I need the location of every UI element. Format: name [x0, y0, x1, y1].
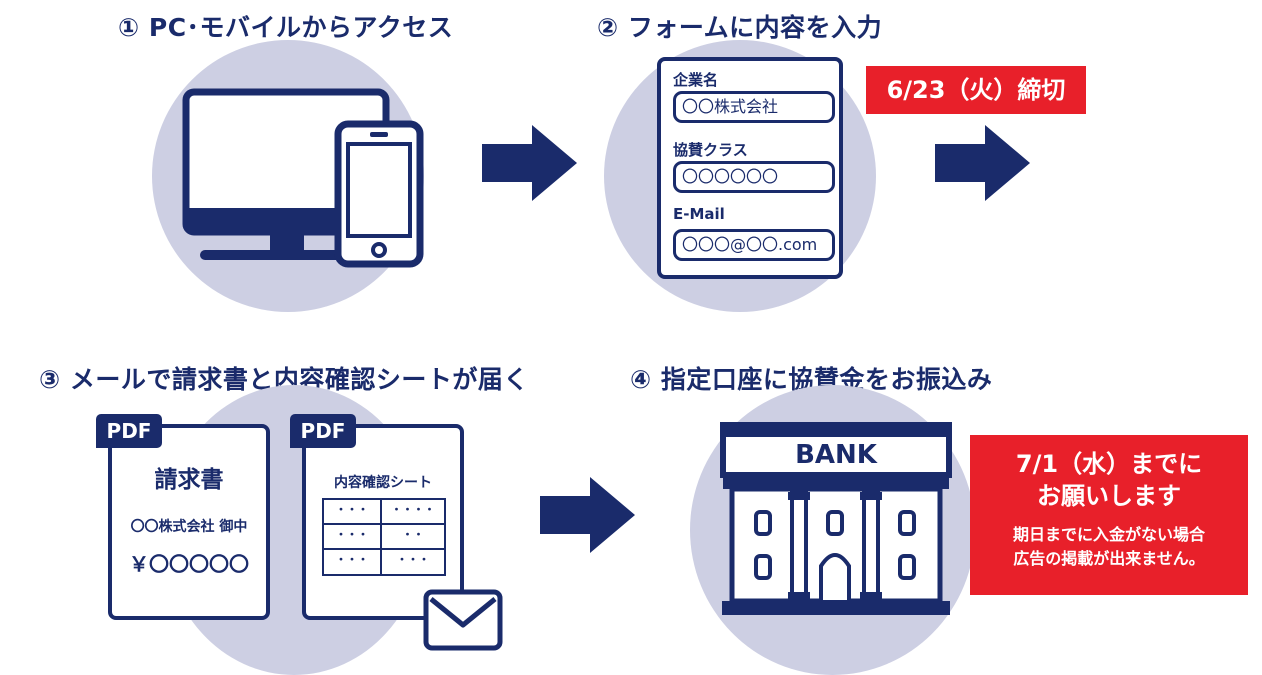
step2-title: ② フォームに内容を入力	[597, 13, 883, 42]
confirmation-title: 内容確認シート	[334, 475, 432, 491]
table-cell: ・・・	[324, 500, 382, 525]
invoice-addressee: 〇〇株式会社 御中	[130, 519, 248, 535]
invoice-amount: ￥〇〇〇〇〇	[129, 552, 249, 576]
bank-building-icon	[720, 422, 952, 615]
company-label: 企業名	[673, 71, 719, 89]
table-cell: ・・・	[324, 525, 382, 550]
table-cell: ・・・	[324, 550, 382, 574]
payment-notice: 7/1（水）までに お願いします 期日までに入金がない場合 広告の掲載が出来ませ…	[970, 435, 1248, 595]
envelope-icon	[423, 589, 503, 651]
email-label: E-Mail	[673, 205, 725, 223]
table-cell: ・・・・	[382, 500, 444, 525]
bank-sign: BANK	[795, 440, 877, 470]
invoice-document: 請求書 〇〇株式会社 御中 ￥〇〇〇〇〇	[108, 424, 270, 620]
confirmation-document: 内容確認シート ・・・ ・・・・ ・・・ ・・ ・・・ ・・・	[302, 424, 464, 620]
deadline-badge: 6/23（火）締切	[866, 66, 1086, 114]
arrow-right-icon	[540, 477, 635, 553]
form-card: 企業名 〇〇株式会社 協賛クラス 〇〇〇〇〇〇 E-Mail 〇〇〇@〇〇.co…	[657, 57, 843, 279]
email-field[interactable]: 〇〇〇@〇〇.com	[673, 229, 835, 261]
table-cell: ・・・	[396, 553, 430, 566]
table-cell: ・・	[382, 525, 444, 550]
invoice-title: 請求書	[154, 467, 224, 493]
devices-icon	[182, 88, 424, 268]
step1-title: ① PC･モバイルからアクセス	[118, 13, 454, 42]
invoice-pdf-tag: PDF	[96, 414, 162, 448]
payment-request: お願いします	[1037, 482, 1181, 510]
class-label: 協賛クラス	[673, 141, 748, 159]
arrow-right-icon	[935, 125, 1030, 201]
arrow-right-icon	[482, 125, 577, 201]
payment-deadline: 7/1（水）までに	[1015, 450, 1203, 478]
confirmation-table: ・・・ ・・・・ ・・・ ・・ ・・・ ・・・	[322, 498, 446, 576]
class-field[interactable]: 〇〇〇〇〇〇	[673, 161, 835, 193]
company-field[interactable]: 〇〇株式会社	[673, 91, 835, 123]
payment-warning-1: 期日までに入金がない場合	[1012, 525, 1205, 544]
confirmation-pdf-tag: PDF	[290, 414, 356, 448]
payment-warning-2: 広告の掲載が出来ません。	[1013, 549, 1205, 568]
